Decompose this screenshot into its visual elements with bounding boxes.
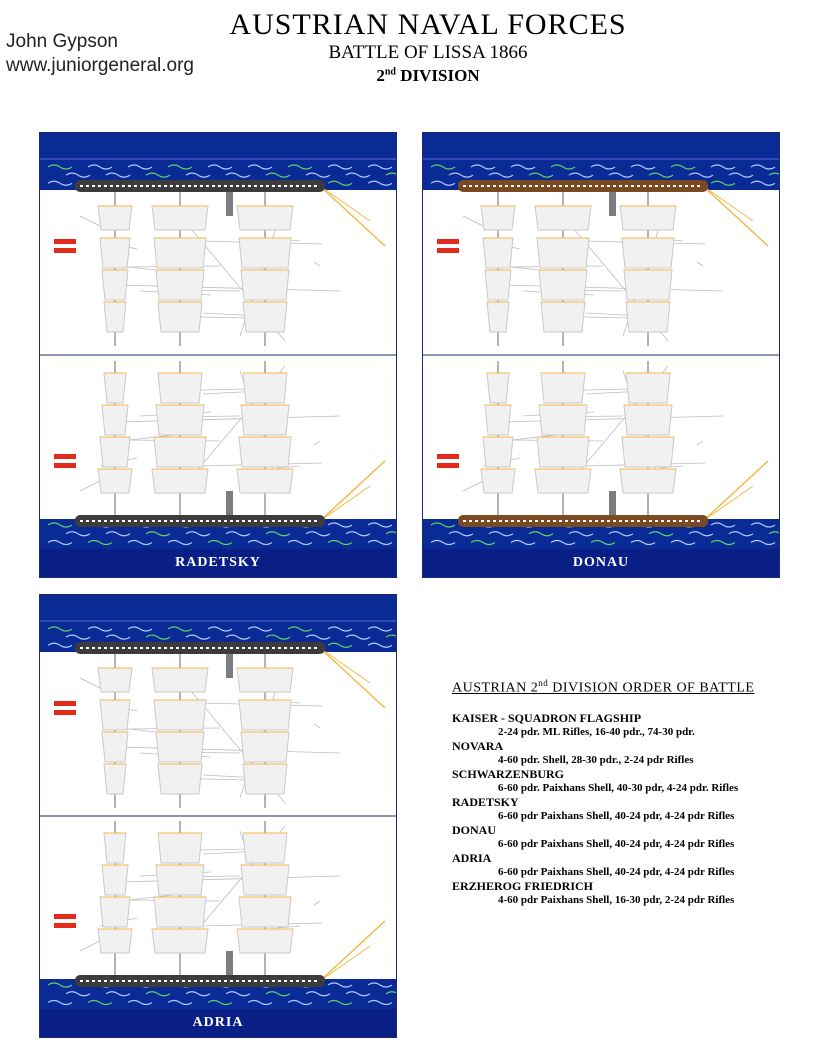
ship-card-donau: DONAU [422,132,780,578]
oob-ship-name: NOVARA [452,738,504,753]
oob-ship-name: SCHWARZENBURG [452,766,565,781]
order-of-battle: AUSTRIAN 2nd DIVISION ORDER OF BATTLE KA… [452,678,792,907]
ship-card-adria: ADRIA [39,594,397,1038]
oob-title-post: DIVISION ORDER OF BATTLE [548,680,755,696]
ship-label: ADRIA [40,1009,396,1037]
oob-ship-name: KAISER - SQUADRON FLAGSHIP [452,710,642,725]
oob-armament: 6-60 pdr. Paixhans Shell, 40-30 pdr, 4-2… [498,781,739,794]
oob-armament: 6-60 pdr Paixhans Shell, 40-24 pdr, 4-24… [498,809,735,822]
division-heading: 2nd DIVISION [0,66,816,86]
oob-armament: 4-60 pdr. Shell, 28-30 pdr., 2-24 pdr Ri… [498,753,694,766]
page-subtitle: BATTLE OF LISSA 1866 [328,42,528,63]
oob-armament: 4-60 pdr Paixhans Shell, 16-30 pdr, 2-24… [498,893,735,906]
author-credit: John Gypson [6,31,118,52]
ship-label: DONAU [423,549,779,577]
division-number: 2 [376,66,385,85]
ship-illustration [423,133,779,549]
division-ordinal: nd [384,66,396,78]
oob-ship-name: ERZHEROG FRIEDRICH [452,878,594,893]
oob-ship-name: DONAU [452,822,496,837]
oob-armament: 6-60 pdr Paixhans Shell, 40-24 pdr, 4-24… [498,865,735,878]
oob-title-sup: nd [538,678,549,688]
site-credit: www.juniorgeneral.org [6,55,194,76]
division-word: DIVISION [400,66,480,85]
page-title: AUSTRIAN NAVAL FORCES [229,8,627,41]
oob-title-pre: AUSTRIAN 2 [452,680,539,696]
oob-armament: 6-60 pdr Paixhans Shell, 40-24 pdr, 4-24… [498,837,735,850]
oob-title: AUSTRIAN 2nd DIVISION ORDER OF BATTLE [452,678,792,697]
oob-ship-name: ADRIA [452,850,492,865]
ship-illustration [40,133,396,549]
ship-card-radetsky: RADETSKY [39,132,397,578]
ship-label: RADETSKY [40,549,396,577]
oob-ship-name: RADETSKY [452,794,519,809]
ship-illustration [40,595,396,1009]
oob-armament: 2-24 pdr. ML Rifles, 16-40 pdr., 74-30 p… [498,725,695,738]
